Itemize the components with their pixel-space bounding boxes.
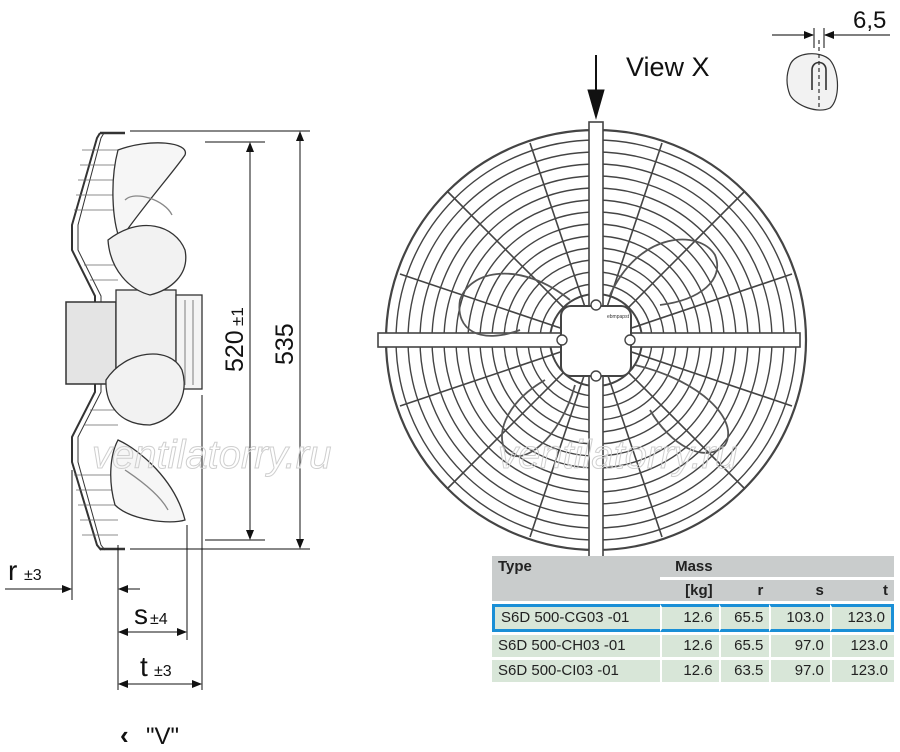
cell-mass: 12.6 (660, 660, 719, 682)
dim-t-label: t (140, 651, 148, 682)
dim-520-tolerance: ±1 (228, 307, 247, 326)
cell-mass: 12.6 (660, 635, 719, 657)
table-row[interactable]: S6D 500-CH03 -01 12.6 65.5 97.0 123.0 (492, 635, 894, 657)
dim-520-value: 520 (221, 330, 249, 372)
table-row[interactable]: S6D 500-CG03 -01 12.6 65.5 103.0 123.0 (492, 604, 894, 632)
header-t: t (829, 580, 894, 601)
table-header-row-units: [kg] r s t (492, 580, 894, 601)
table-header-row: Type Mass (492, 556, 894, 601)
dim-r-label: r (8, 555, 17, 586)
cell-r: 63.5 (718, 660, 770, 682)
header-s: s (769, 580, 830, 601)
view-v-arrow-icon: ‹ (120, 720, 129, 750)
header-mass: Mass (660, 556, 719, 577)
cell-t: 123.0 (829, 635, 894, 657)
dim-s-tolerance: ±4 (150, 611, 168, 628)
watermark-left: ventilatorry.ru (92, 433, 331, 477)
view-v-label: "V" (146, 723, 179, 750)
view-x-arrow-icon (587, 55, 605, 120)
side-view (65, 131, 203, 551)
motor-badge: ebmpapst (607, 314, 630, 320)
dim-535-value: 535 (271, 323, 299, 365)
cell-mass: 12.6 (660, 604, 719, 632)
front-view (377, 121, 808, 558)
table-row[interactable]: S6D 500-CI03 -01 12.6 63.5 97.0 123.0 (492, 660, 894, 682)
header-mass-unit: [kg] (660, 580, 719, 601)
header-type: Type (492, 556, 661, 601)
detail-view (772, 28, 890, 111)
side-dimensions (5, 130, 310, 690)
cell-t: 123.0 (829, 660, 894, 682)
header-r: r (718, 580, 770, 601)
cell-r: 65.5 (718, 604, 770, 632)
cell-s: 97.0 (769, 635, 830, 657)
cell-type: S6D 500-CH03 -01 (492, 635, 661, 657)
detail-dim-label: 6,5 (853, 7, 886, 34)
dim-r-tolerance: ±3 (24, 567, 42, 584)
watermark-right: ventilatorry.ru (498, 433, 737, 477)
dim-t-tolerance: ±3 (154, 663, 172, 680)
view-x-label: View X (626, 52, 710, 82)
dim-s-label: s (134, 599, 148, 630)
dim-520-label: 520 ±1 (221, 307, 249, 372)
cell-s: 97.0 (769, 660, 830, 682)
cell-type: S6D 500-CI03 -01 (492, 660, 661, 682)
cell-type: S6D 500-CG03 -01 (492, 604, 661, 632)
cell-t: 123.0 (829, 604, 894, 632)
cell-r: 65.5 (718, 635, 770, 657)
cell-s: 103.0 (769, 604, 830, 632)
spec-table: Type Mass [kg] r s t S6D 500-CG03 -01 12… (492, 553, 894, 685)
dim-535-label: 535 (271, 323, 299, 365)
